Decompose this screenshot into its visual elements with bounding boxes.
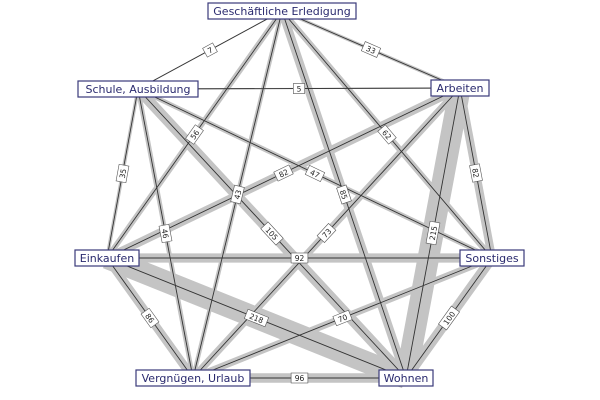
edge-label-box	[140, 307, 160, 329]
edge-geschaeft-wohnen-label: 85	[336, 184, 352, 205]
node-box	[207, 2, 357, 20]
node-arbeiten: Arbeiten	[430, 79, 490, 97]
edge-label-box	[469, 163, 483, 183]
node-label: Wohnen	[384, 372, 429, 385]
edge-label-box	[316, 223, 337, 243]
edge-geschaeft-sonstiges-label: 62	[377, 124, 397, 145]
edge-value-text: 96	[295, 374, 305, 383]
edge-geschaeft-arbeiten-label: 33	[360, 41, 382, 58]
edge-geschaeft-schule-label: 7	[202, 42, 218, 58]
edge-label-box	[425, 220, 441, 246]
edge-value-text: 7	[206, 45, 215, 55]
edge-value-text: 82	[470, 168, 481, 179]
node-label: Vergnügen, Urlaub	[142, 372, 245, 385]
node-schule: Schule, Ausbildung	[77, 80, 199, 98]
edge-value-text: 82	[277, 167, 290, 179]
node-box	[378, 369, 434, 387]
edge-label-box	[158, 223, 173, 244]
edge-value-text: 5	[297, 84, 302, 93]
node-label: Einkaufen	[80, 252, 135, 265]
edge-label-box	[292, 83, 306, 94]
edge-value-text: 92	[295, 254, 305, 263]
edge-arbeiten-wohnen-label: 215	[425, 220, 441, 246]
node-sonstiges: Sonstiges	[459, 249, 525, 267]
edge-value-text: 43	[232, 189, 243, 201]
node-wohnen: Wohnen	[378, 369, 434, 387]
edge-label-box	[304, 164, 326, 183]
edge-vergnuegen-wohnen-label: 96	[290, 372, 309, 384]
node-label: Schule, Ausbildung	[85, 83, 190, 96]
edge-value-text: 215	[428, 225, 440, 241]
node-box	[459, 249, 525, 267]
edge-value-text: 85	[338, 189, 350, 201]
edge-label-box	[273, 164, 294, 182]
edge-label-box	[202, 42, 218, 58]
edge-label-box	[332, 309, 353, 327]
edge-geschaeft-vergnuegen-label: 43	[230, 184, 245, 205]
flow-bands	[102, 8, 497, 389]
edge-label-box	[360, 41, 382, 58]
edge-schule-einkaufen-label: 35	[115, 163, 130, 184]
node-box	[77, 80, 199, 98]
edge-label-box	[185, 124, 204, 145]
edge-schule-arbeiten-label: 5	[292, 83, 306, 94]
edge-label-box	[115, 163, 130, 184]
edge-value-text: 33	[365, 44, 378, 56]
edge-geschaeft-einkaufen-label: 56	[185, 124, 204, 145]
edge-label-box	[438, 305, 460, 331]
edge-sonstiges-vergnuegen-label: 70	[332, 309, 353, 327]
edge-arbeiten-einkaufen-label: 82	[273, 164, 294, 182]
node-einkaufen: Einkaufen	[74, 249, 140, 267]
edge-arbeiten-sonstiges-label: 82	[469, 163, 483, 183]
edge-label-box	[290, 252, 309, 264]
edge-label-box	[243, 308, 270, 328]
edge-einkaufen-vergnuegen-label: 86	[140, 307, 160, 329]
edge-label-box	[290, 372, 309, 384]
edge-label-box	[377, 124, 397, 145]
edge-sonstiges-wohnen-label: 100	[438, 305, 460, 331]
edge-value-text: 70	[337, 312, 349, 324]
edge-einkaufen-sonstiges-label: 92	[290, 252, 309, 264]
edge-value-text: 35	[118, 168, 129, 179]
node-label: Arbeiten	[437, 82, 484, 95]
node-vergnuegen: Vergnügen, Urlaub	[135, 369, 251, 387]
edge-einkaufen-wohnen-label: 218	[243, 308, 270, 328]
node-box	[430, 79, 490, 97]
edge-label-box	[336, 184, 352, 205]
edge-label-box	[260, 221, 284, 246]
edge-label-box	[230, 184, 245, 205]
node-box	[74, 249, 140, 267]
edge-arbeiten-vergnuegen-label: 73	[316, 223, 337, 243]
edge-schule-sonstiges-label: 47	[304, 164, 326, 183]
edge-value-text: 47	[309, 168, 322, 180]
node-box	[135, 369, 251, 387]
node-geschaeft: Geschäftliche Erledigung	[207, 2, 357, 20]
edge-value-text: 46	[160, 228, 171, 239]
edge-schule-vergnuegen-label: 46	[158, 223, 173, 244]
node-label: Geschäftliche Erledigung	[213, 5, 350, 18]
node-label: Sonstiges	[465, 252, 519, 265]
edge-schule-wohnen-label: 105	[260, 221, 284, 246]
